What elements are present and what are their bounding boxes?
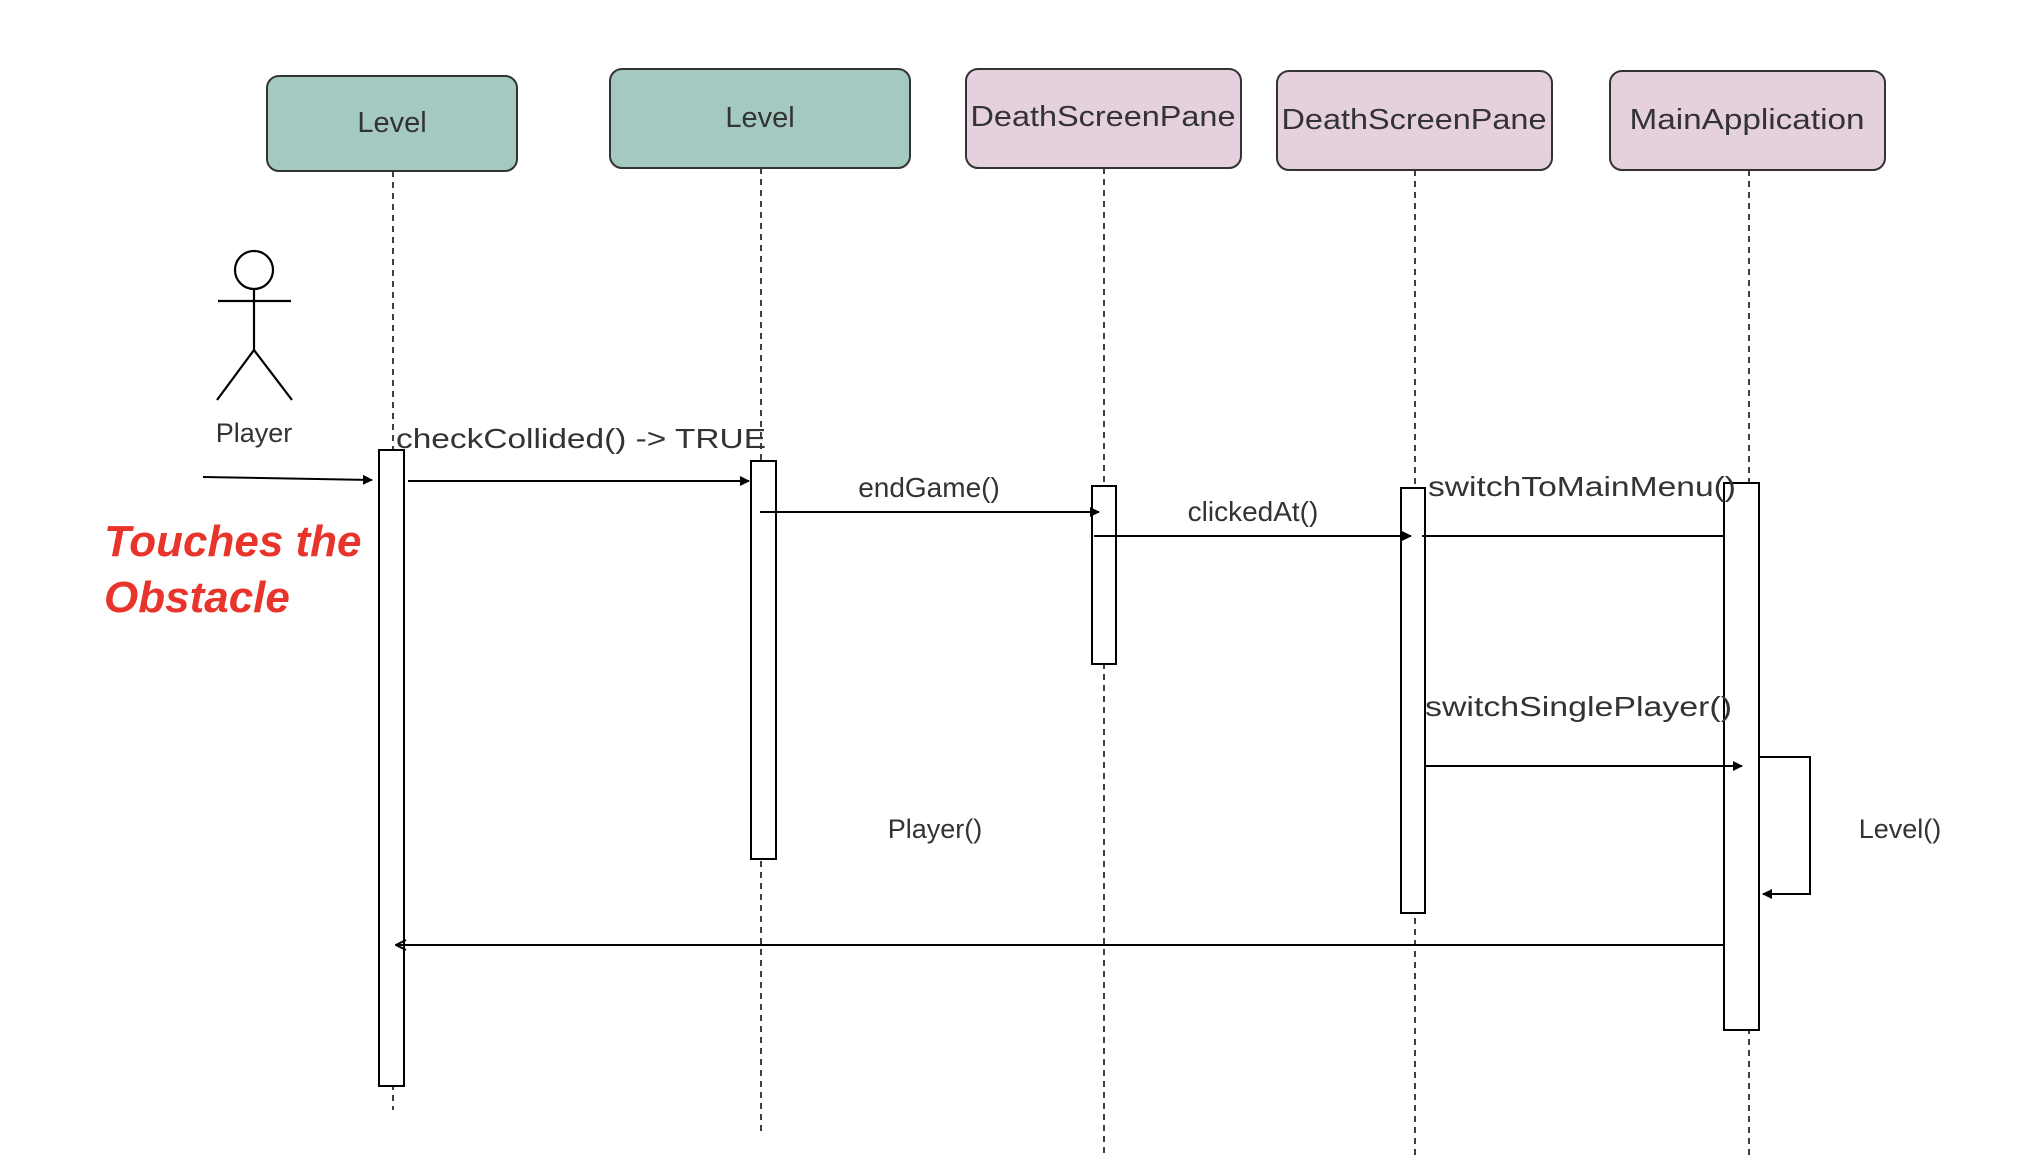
activation-bar-level-1 (378, 449, 405, 1087)
participant-label: DeathScreenPane (1282, 104, 1547, 136)
message-label-player: Player() (888, 814, 983, 844)
participant-death-screen-pane-1[interactable]: DeathScreenPane (965, 68, 1242, 169)
activation-bar-main-application (1723, 482, 1760, 1031)
actor-label: Player (216, 418, 293, 448)
participant-box (965, 68, 1242, 169)
activation-bars (378, 449, 1760, 1087)
participant-box (609, 68, 911, 169)
participant-level-1[interactable]: Level (266, 75, 518, 172)
touches-obstacle-note: Touches the Obstacle (104, 517, 362, 622)
participant-box (1276, 70, 1553, 171)
stick-figure-actor-icon (216, 249, 293, 401)
participant-death-screen-pane-2[interactable]: DeathScreenPane (1276, 70, 1553, 171)
found-message-arrow (202, 474, 373, 485)
participant-label: Level (357, 107, 426, 139)
message-label-level: Level() (1859, 814, 1942, 844)
message-label-switch-to-main-menu: switchToMainMenu() (1428, 471, 1736, 502)
participant-level-2[interactable]: Level (609, 68, 911, 169)
participant-label: Level (725, 102, 794, 134)
messages (202, 474, 1811, 945)
participant-box (1609, 70, 1886, 171)
activation-bar-death-screen-pane-2 (1400, 487, 1426, 914)
lifelines (392, 168, 1750, 1155)
participant-box (266, 75, 518, 172)
participant-main-application[interactable]: MainApplication (1609, 70, 1886, 171)
message-label-check-collided: checkCollided() -> TRUE (396, 423, 766, 454)
message-label-clicked-at: clickedAt() (1188, 496, 1319, 527)
participant-label: DeathScreenPane (971, 101, 1236, 133)
activation-bar-level-2 (750, 460, 777, 860)
note-line-1: Touches the (104, 517, 362, 566)
message-label-switch-single-player: switchSinglePlayer() (1425, 691, 1732, 722)
actor-player[interactable]: Player (216, 249, 293, 448)
message-labels: checkCollided() -> TRUE endGame() clicke… (396, 423, 1941, 844)
level-self-call-arrow (1759, 756, 1811, 899)
participant-label: MainApplication (1630, 104, 1865, 136)
note-line-2: Obstacle (104, 573, 290, 622)
message-label-end-game: endGame() (858, 472, 1000, 503)
